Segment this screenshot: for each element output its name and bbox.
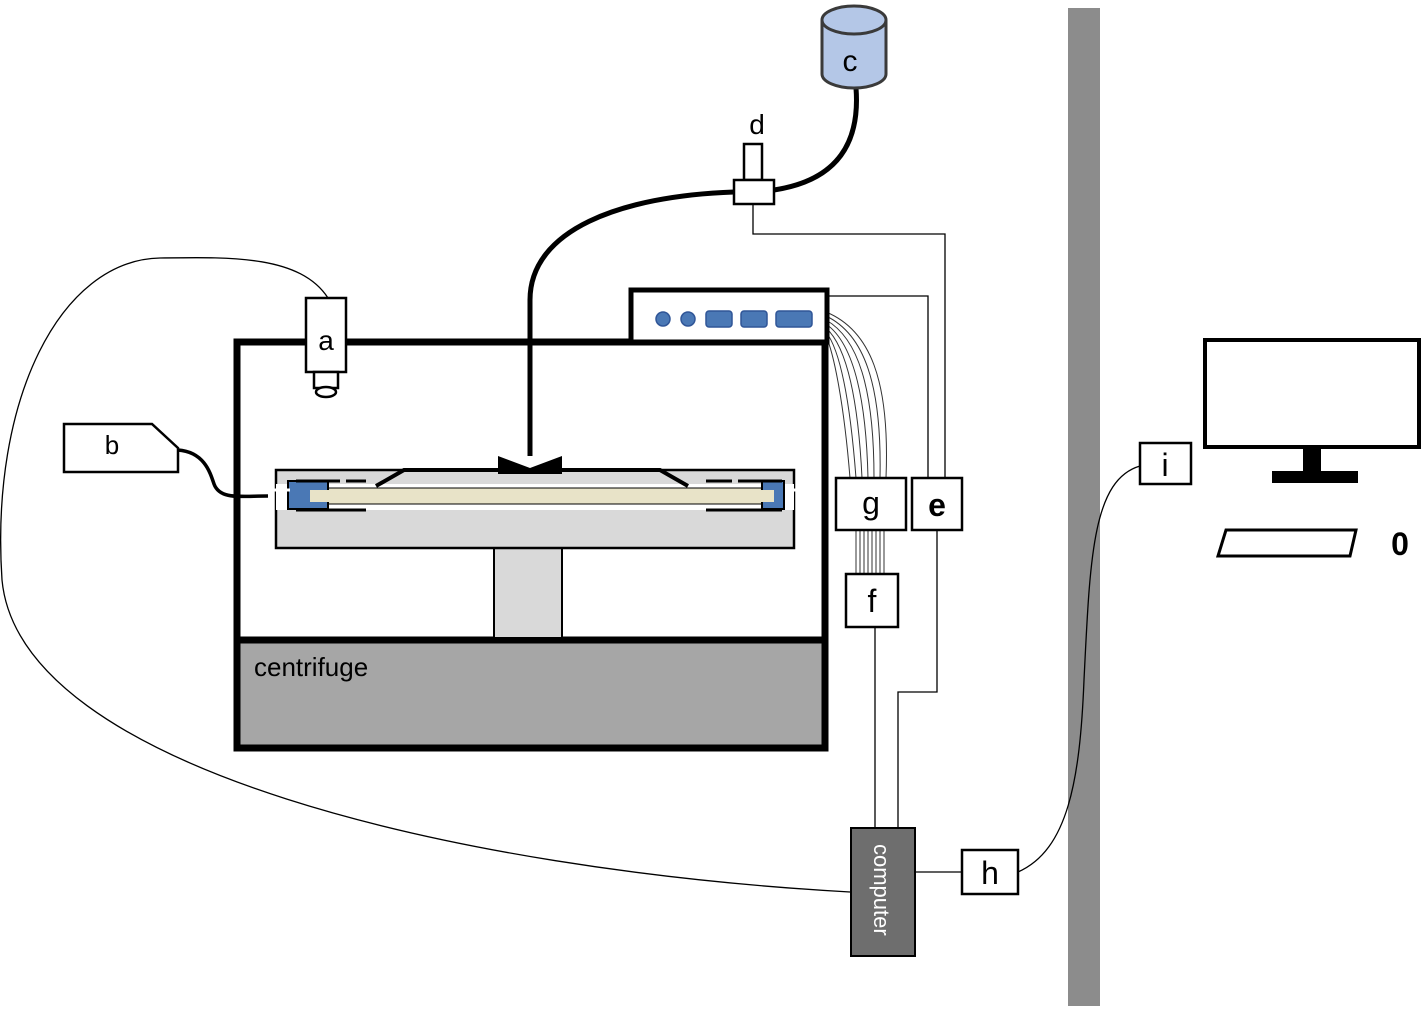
- sample-core: [310, 490, 774, 502]
- label-h: h: [981, 855, 999, 891]
- camera-lens: [312, 370, 340, 390]
- label-i: i: [1161, 447, 1168, 483]
- valve-body: [732, 178, 776, 206]
- wire-e-to-computer: [897, 530, 938, 828]
- box-h: h: [960, 848, 1020, 896]
- probe-cable: [177, 448, 269, 499]
- rotor-assembly: [270, 456, 800, 639]
- air-hose-c-to-d: [773, 87, 859, 193]
- controller-box: [628, 287, 830, 345]
- wire-h-to-i: [1017, 465, 1141, 873]
- rotary-union: [498, 456, 562, 474]
- label-c: c: [843, 45, 858, 78]
- controller-knob-2: [680, 311, 696, 327]
- wall: [1068, 8, 1100, 1006]
- centrifuge-label: centrifuge: [254, 652, 368, 682]
- label-f: f: [868, 583, 877, 619]
- centrifuge-base: [237, 640, 825, 748]
- label-b: b: [105, 430, 119, 460]
- valve-d: d: [732, 109, 776, 206]
- monitor-neck: [1303, 447, 1321, 473]
- remote-workstation: 0: [1203, 338, 1421, 562]
- rotor-shaft: [493, 545, 563, 639]
- reservoir-c: c: [820, 4, 888, 90]
- monitor-stand: [1272, 471, 1358, 483]
- keyboard-icon: [1215, 528, 1358, 558]
- wire-controller-to-e: [828, 295, 929, 478]
- box-i: i: [1138, 441, 1193, 486]
- box-g: g: [834, 476, 908, 532]
- label-d: d: [749, 109, 765, 140]
- signal-wires: [0, 204, 1141, 893]
- centrifuge: centrifuge: [233, 338, 829, 752]
- reservoir-top: [820, 4, 888, 36]
- controller-port-2: [740, 310, 768, 328]
- computer: computer: [850, 827, 916, 957]
- label-e: e: [928, 487, 946, 523]
- label-a: a: [318, 325, 334, 356]
- controller-knob-1: [655, 311, 671, 327]
- box-f: f: [844, 572, 900, 629]
- camera-lens-tip: [314, 385, 338, 399]
- wire-d-to-e: [752, 204, 946, 480]
- wire-a-to-computer: [0, 256, 851, 893]
- computer-label: computer: [869, 844, 894, 936]
- centrifuge-housing: [233, 338, 829, 752]
- wire-bundle-g-to-f: [855, 530, 885, 574]
- probe-b: b: [62, 422, 269, 499]
- controller-port-3: [775, 310, 813, 328]
- camera-a: a: [304, 296, 348, 399]
- monitor-icon: [1203, 338, 1421, 449]
- mouse-icon: 0: [1391, 526, 1409, 562]
- valve-stem: [742, 142, 764, 182]
- box-e: e: [910, 476, 964, 532]
- label-g: g: [862, 485, 880, 521]
- controller-port-1: [705, 310, 733, 328]
- air-hose-d-to-rotor: [527, 189, 735, 456]
- wire-bundle-controller-to-g: [825, 311, 887, 479]
